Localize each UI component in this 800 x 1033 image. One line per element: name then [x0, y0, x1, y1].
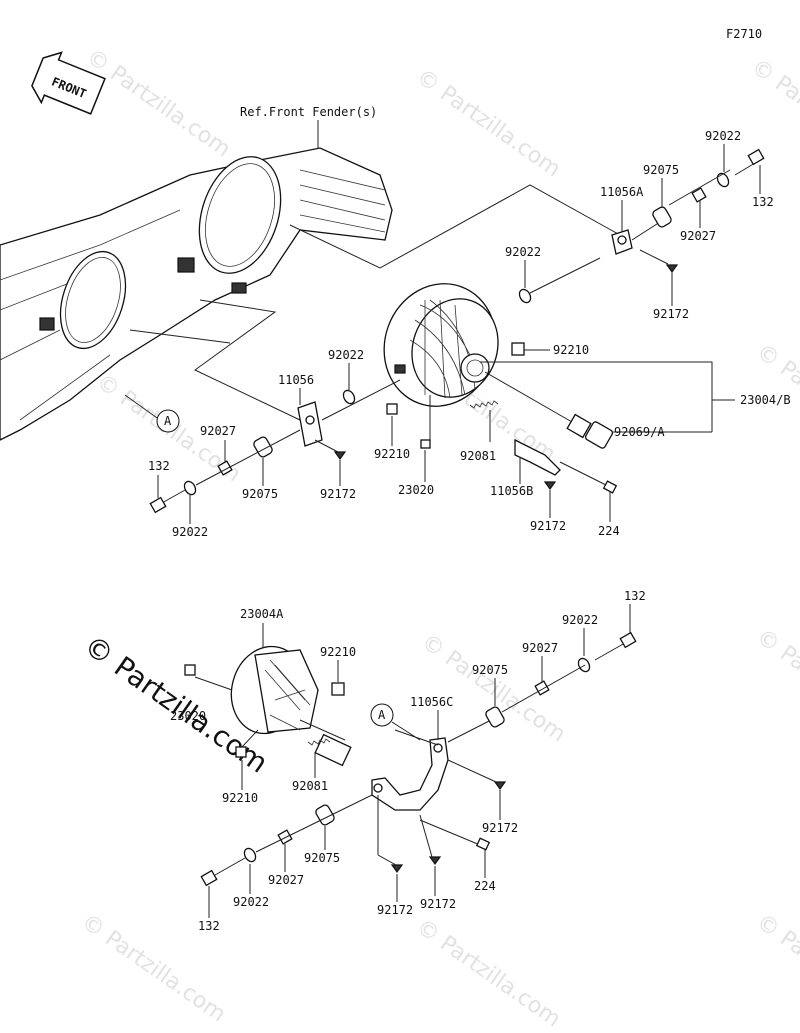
svg-text:A: A	[378, 708, 386, 722]
collar-92027-r	[534, 680, 550, 696]
clip-23020-upper	[420, 439, 431, 449]
label-132: 132	[198, 919, 220, 933]
nut-92210-lowtop	[184, 664, 196, 676]
screw-92172-top	[665, 264, 679, 274]
callout-a-upper: A	[156, 409, 180, 433]
label-92069A: 92069/A	[614, 425, 665, 439]
spring-92081-upper	[469, 400, 499, 442]
bracket-11056C	[371, 737, 449, 811]
label-23020: 23020	[170, 709, 206, 723]
watermark-text: © Partzilla.com	[752, 909, 800, 1027]
nut-92210-mid	[511, 342, 525, 356]
label-92172: 92172	[320, 487, 356, 501]
label-11056A: 11056A	[600, 185, 644, 199]
label-92081: 92081	[460, 449, 496, 463]
screw-92172-bot	[543, 481, 557, 491]
label-92027: 92027	[268, 873, 304, 887]
svg-text:A: A	[164, 414, 172, 428]
label-92172: 92172	[420, 897, 456, 911]
label-23004A: 23004A	[240, 607, 284, 621]
label-92027: 92027	[200, 424, 236, 438]
label-92210: 92210	[553, 343, 589, 357]
bolt-132-r	[594, 631, 637, 661]
label-92022: 92022	[505, 245, 541, 259]
label-224: 224	[598, 524, 620, 538]
front-arrow-icon: FRONT	[31, 51, 106, 115]
label-92075: 92075	[242, 487, 278, 501]
bracket-11056	[297, 379, 401, 447]
label-224: 224	[474, 879, 496, 893]
ref-front-fender-label: Ref.Front Fender(s)	[240, 105, 377, 119]
headlight-assembly-lower	[230, 645, 352, 767]
collar-92027-top	[691, 187, 707, 203]
headlight-assembly-upper	[383, 283, 499, 407]
figure-code: F2710	[726, 27, 762, 41]
screw-92172-r	[493, 781, 507, 791]
label-92022: 92022	[705, 129, 741, 143]
bushing-92075-left	[253, 436, 273, 458]
label-92022: 92022	[172, 525, 208, 539]
bolt-224-lower	[419, 819, 491, 851]
watermark-text: © Partzilla.com	[412, 64, 565, 182]
washer-92022-bl	[183, 480, 197, 496]
bolt-132-top	[734, 148, 765, 176]
label-92210: 92210	[374, 447, 410, 461]
washer-92022-mid	[518, 288, 532, 304]
label-92022: 92022	[328, 348, 364, 362]
washer-92022-l	[243, 847, 257, 863]
bolt-132-l	[200, 857, 246, 887]
label-92027: 92027	[522, 641, 558, 655]
label-11056B: 11056B	[490, 484, 533, 498]
headlight-bulb	[484, 371, 614, 449]
collar-92027-l	[277, 829, 293, 845]
watermark-text: © Partzilla.com	[82, 44, 235, 162]
bracket-11056A	[611, 221, 661, 255]
label-92081: 92081	[292, 779, 328, 793]
label-23020: 23020	[398, 483, 434, 497]
nut-92210-left	[386, 403, 398, 415]
label-11056C: 11056C	[410, 695, 453, 709]
label-92075: 92075	[472, 663, 508, 677]
nut-92210-top-r	[331, 682, 345, 696]
label-11056: 11056	[278, 373, 314, 387]
label-23004B: 23004/B	[740, 393, 791, 407]
nut-92210-low	[235, 746, 247, 758]
label-92172: 92172	[530, 519, 566, 533]
label-132: 132	[752, 195, 774, 209]
screw-92172-l1	[390, 864, 404, 874]
bolt-224-upper	[559, 461, 618, 494]
washer-92022-left	[342, 389, 356, 405]
label-92022: 92022	[562, 613, 598, 627]
bushing-92075-top	[652, 206, 672, 228]
label-92075: 92075	[304, 851, 340, 865]
label-132: 132	[624, 589, 646, 603]
bushing-92075-r	[485, 706, 505, 728]
bracket-11056B	[514, 438, 561, 476]
label-92210: 92210	[320, 645, 356, 659]
front-fender-housing	[0, 147, 393, 441]
label-92172: 92172	[653, 307, 689, 321]
label-92027: 92027	[680, 229, 716, 243]
label-92075: 92075	[643, 163, 679, 177]
watermark-text: © Partzilla.com	[752, 624, 800, 742]
washer-92022-top	[716, 172, 730, 188]
label-92022: 92022	[233, 895, 269, 909]
screw-92172-left	[333, 451, 347, 461]
label-92210: 92210	[222, 791, 258, 805]
screw-92172-l2	[428, 856, 442, 866]
label-132: 132	[148, 459, 170, 473]
label-92172: 92172	[482, 821, 518, 835]
spring-92081-lower	[307, 738, 331, 746]
watermark-text: © Partzilla.com	[412, 914, 565, 1032]
callout-a-lower: A	[370, 703, 394, 727]
label-92172: 92172	[377, 903, 413, 917]
bolt-132-left	[149, 489, 186, 514]
